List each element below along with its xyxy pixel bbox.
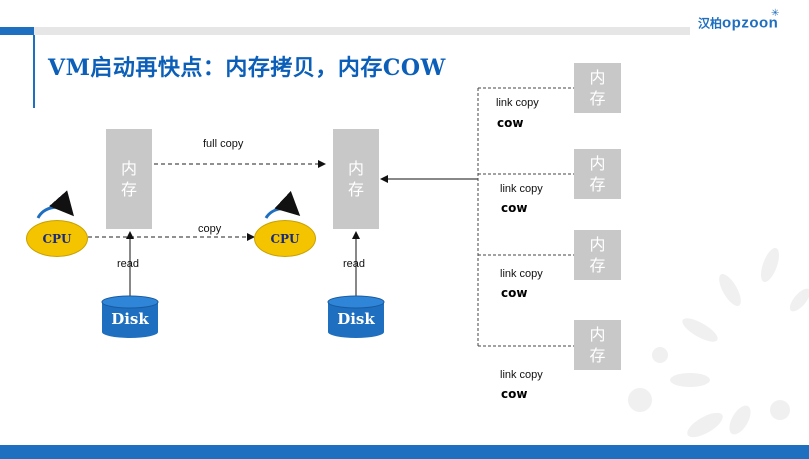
disk-shape-left <box>101 295 159 338</box>
link-copy-label-3: link copy <box>500 268 543 280</box>
disk-label-left: Disk <box>111 310 149 328</box>
read-label-right: read <box>343 258 366 270</box>
read-label-left: read <box>117 258 140 270</box>
link-copy-label-2: link copy <box>500 183 543 195</box>
memory-char-1: 内 <box>120 159 137 178</box>
link-copy-label-1: link copy <box>496 97 539 109</box>
cow-label-4: cow <box>501 387 528 401</box>
disk-shape-right <box>327 295 385 338</box>
memory-char-2: 存 <box>589 89 606 108</box>
header-bar <box>0 27 690 35</box>
logo-cn: 汉柏 <box>698 16 723 31</box>
memory-char-1: 内 <box>589 325 606 344</box>
memory-block-cow-2: 内 存 <box>574 149 621 199</box>
memory-char-2: 存 <box>589 175 606 194</box>
memory-block-cow-1: 内 存 <box>574 63 621 113</box>
full-copy-label: full copy <box>203 138 244 150</box>
disk-label-right: Disk <box>337 310 375 328</box>
cow-label-2: cow <box>501 201 528 215</box>
opzoon-logo: 汉柏opzoon <box>698 14 778 32</box>
cpu-node-right: CPU <box>254 220 316 257</box>
memory-char-1: 内 <box>589 235 606 254</box>
copy-label: copy <box>198 223 222 235</box>
memory-block-target: 内 存 <box>333 129 379 229</box>
memory-char-2: 存 <box>589 346 606 365</box>
title-rule <box>33 35 35 108</box>
header-accent <box>0 27 34 35</box>
memory-char-1: 内 <box>589 154 606 173</box>
memory-char-1: 内 <box>589 68 606 87</box>
memory-char-1: 内 <box>347 159 364 178</box>
cow-label-3: cow <box>501 286 528 300</box>
memory-block-cow-3: 内 存 <box>574 230 621 280</box>
footer-bar <box>0 445 809 459</box>
memory-char-2: 存 <box>347 180 364 199</box>
memory-char-2: 存 <box>589 256 606 275</box>
slide-title: VM启动再快点：内存拷贝，内存COW <box>48 55 446 81</box>
memory-char-2: 存 <box>120 180 137 199</box>
memory-block-cow-4: 内 存 <box>574 320 621 370</box>
logo-star-icon: ✳ <box>771 8 780 19</box>
memory-block-source: 内 存 <box>106 129 152 229</box>
cow-label-1: cow <box>497 116 524 130</box>
link-copy-label-4: link copy <box>500 369 543 381</box>
cpu-node-left: CPU <box>26 220 88 257</box>
logo-en: opzoon <box>722 14 779 32</box>
